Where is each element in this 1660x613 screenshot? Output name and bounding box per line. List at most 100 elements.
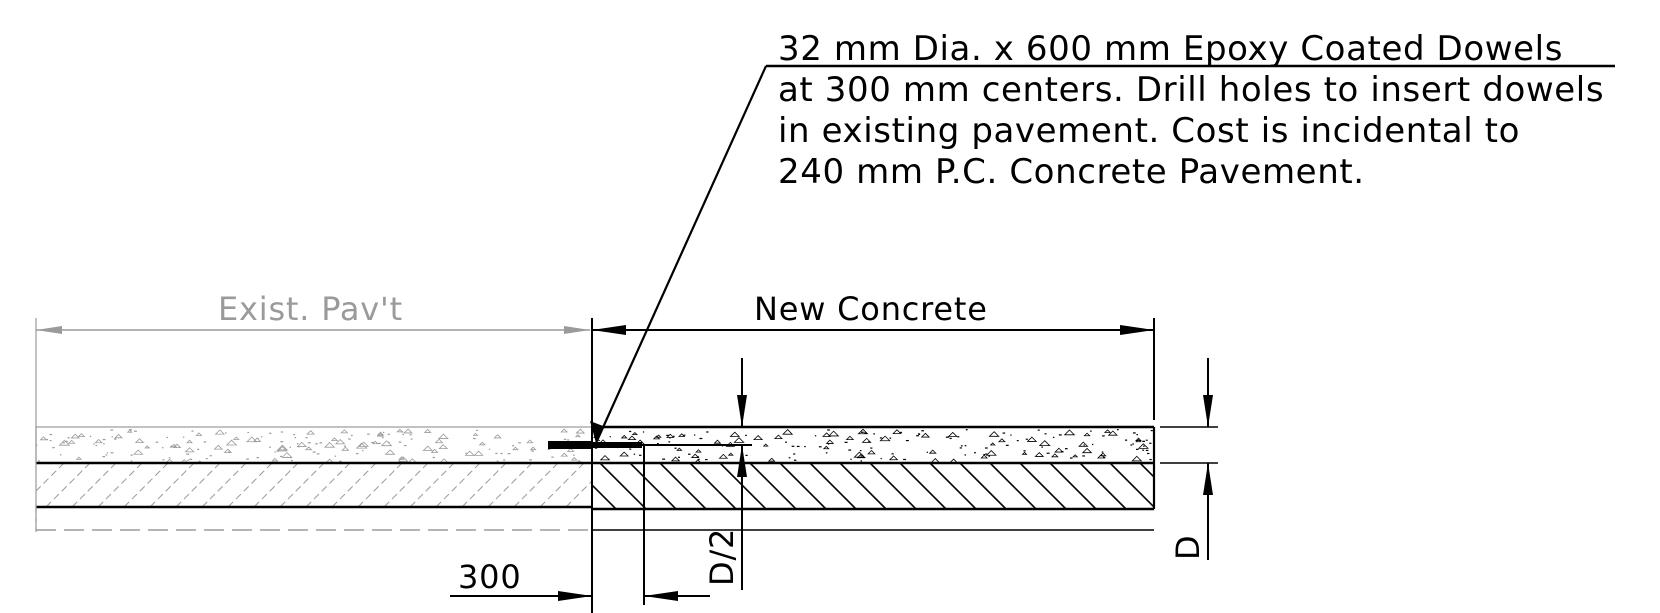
aggregate-speck — [575, 428, 586, 434]
aggregate-speck — [1016, 440, 1019, 442]
aggregate-speck — [984, 447, 988, 449]
aggregate-speck — [465, 452, 467, 454]
aggregate-speck — [560, 452, 569, 457]
aggregate-speck — [256, 456, 259, 459]
aggregate-speck — [294, 437, 297, 439]
aggregate-speck — [594, 447, 598, 449]
aggregate-speck — [861, 437, 872, 443]
aggregate-speck — [279, 455, 282, 458]
aggregate-speck — [566, 447, 575, 452]
aggregate-speck — [130, 454, 133, 456]
aggregate-speck — [106, 452, 109, 454]
depth-dimension: D — [1160, 358, 1218, 560]
aggregate-speck — [134, 438, 145, 443]
aggregate-speck — [165, 458, 174, 463]
aggregate-speck — [620, 434, 628, 439]
aggregate-speck — [683, 434, 686, 436]
aggregate-speck — [1101, 451, 1104, 453]
aggregate-speck — [1103, 429, 1112, 433]
existing-pavement-label: Exist. Pav't — [218, 290, 403, 328]
aggregate-speck — [402, 433, 404, 436]
aggregate-speck — [388, 441, 390, 443]
aggregate-speck — [102, 456, 106, 458]
aggregate-speck — [822, 445, 830, 450]
aggregate-speck — [277, 446, 288, 452]
aggregate-speck — [36, 444, 38, 446]
aggregate-speck — [409, 434, 412, 436]
existing-pavement-dimension: Exist. Pav't — [35, 290, 590, 530]
aggregate-speck — [560, 428, 569, 433]
hatch-line — [899, 463, 947, 509]
aggregate-speck — [430, 448, 439, 453]
aggregate-speck — [518, 442, 521, 444]
hatch-line — [565, 480, 592, 507]
aggregate-speck — [214, 429, 225, 435]
aggregate-speck — [1135, 438, 1142, 443]
aggregate-speck — [690, 453, 700, 458]
aggregate-speck — [103, 443, 105, 445]
aggregate-speck — [355, 442, 368, 449]
aggregate-speck — [371, 441, 374, 444]
aggregate-speck — [1136, 448, 1139, 450]
aggregate-speck — [864, 432, 867, 434]
aggregate-speck — [609, 436, 611, 438]
aggregate-speck — [666, 433, 675, 438]
aggregate-speck — [113, 438, 117, 440]
aggregate-speck — [246, 436, 258, 443]
aggregate-speck — [434, 438, 444, 444]
aggregate-speck — [1107, 430, 1118, 436]
aggregate-speck — [1135, 437, 1142, 442]
new-concrete-pavement — [540, 425, 1156, 531]
aggregate-speck — [307, 442, 311, 444]
aggregate-speck — [880, 457, 882, 460]
aggregate-speck — [330, 437, 339, 442]
aggregate-speck — [1063, 429, 1076, 436]
aggregate-speck — [1061, 450, 1064, 453]
aggregate-speck — [921, 430, 924, 432]
aggregate-speck — [1102, 435, 1105, 437]
aggregate-speck — [49, 433, 53, 436]
aggregate-speck — [818, 446, 822, 448]
aggregate-speck — [859, 449, 862, 452]
aggregate-speck — [627, 435, 637, 441]
aggregate-speck — [903, 458, 907, 461]
half-depth-arrow-bottom — [737, 445, 747, 477]
aggregate-speck — [673, 435, 675, 437]
aggregate-speck — [825, 439, 835, 444]
aggregate-speck — [423, 428, 432, 433]
aggregate-speck — [822, 432, 832, 437]
aggregate-speck — [985, 453, 988, 455]
aggregate-speck — [1116, 429, 1119, 431]
aggregate-speck — [699, 437, 703, 440]
aggregate-speck — [1054, 447, 1064, 453]
new-concrete-label: New Concrete — [754, 290, 988, 328]
aggregate-speck — [75, 456, 83, 460]
aggregate-speck — [1041, 446, 1043, 448]
aggregate-speck — [296, 443, 299, 445]
aggregate-speck — [573, 454, 575, 456]
aggregate-speck — [1037, 429, 1040, 431]
aggregate-speck — [223, 448, 233, 453]
aggregate-speck — [339, 460, 342, 462]
aggregate-speck — [407, 458, 418, 463]
aggregate-speck — [1137, 443, 1149, 449]
aggregate-speck — [804, 445, 806, 448]
aggregate-speck — [155, 441, 159, 443]
existing-dim-arrow-right — [564, 326, 590, 334]
aggregate-speck — [959, 447, 962, 449]
half-depth-dimension: D/2 — [703, 358, 747, 590]
aggregate-speck — [762, 443, 769, 447]
aggregate-speck — [733, 437, 745, 443]
aggregate-speck — [957, 436, 960, 438]
aggregate-speck — [767, 457, 776, 462]
aggregate-speck — [496, 460, 499, 462]
hatch-line — [540, 463, 586, 509]
aggregate-speck — [988, 455, 991, 457]
aggregate-speck — [70, 433, 80, 439]
aggregate-speck — [305, 437, 308, 439]
aggregate-speck — [93, 443, 95, 445]
aggregate-speck — [438, 444, 449, 450]
hatch-line — [809, 463, 857, 509]
aggregate-speck — [1052, 436, 1055, 438]
